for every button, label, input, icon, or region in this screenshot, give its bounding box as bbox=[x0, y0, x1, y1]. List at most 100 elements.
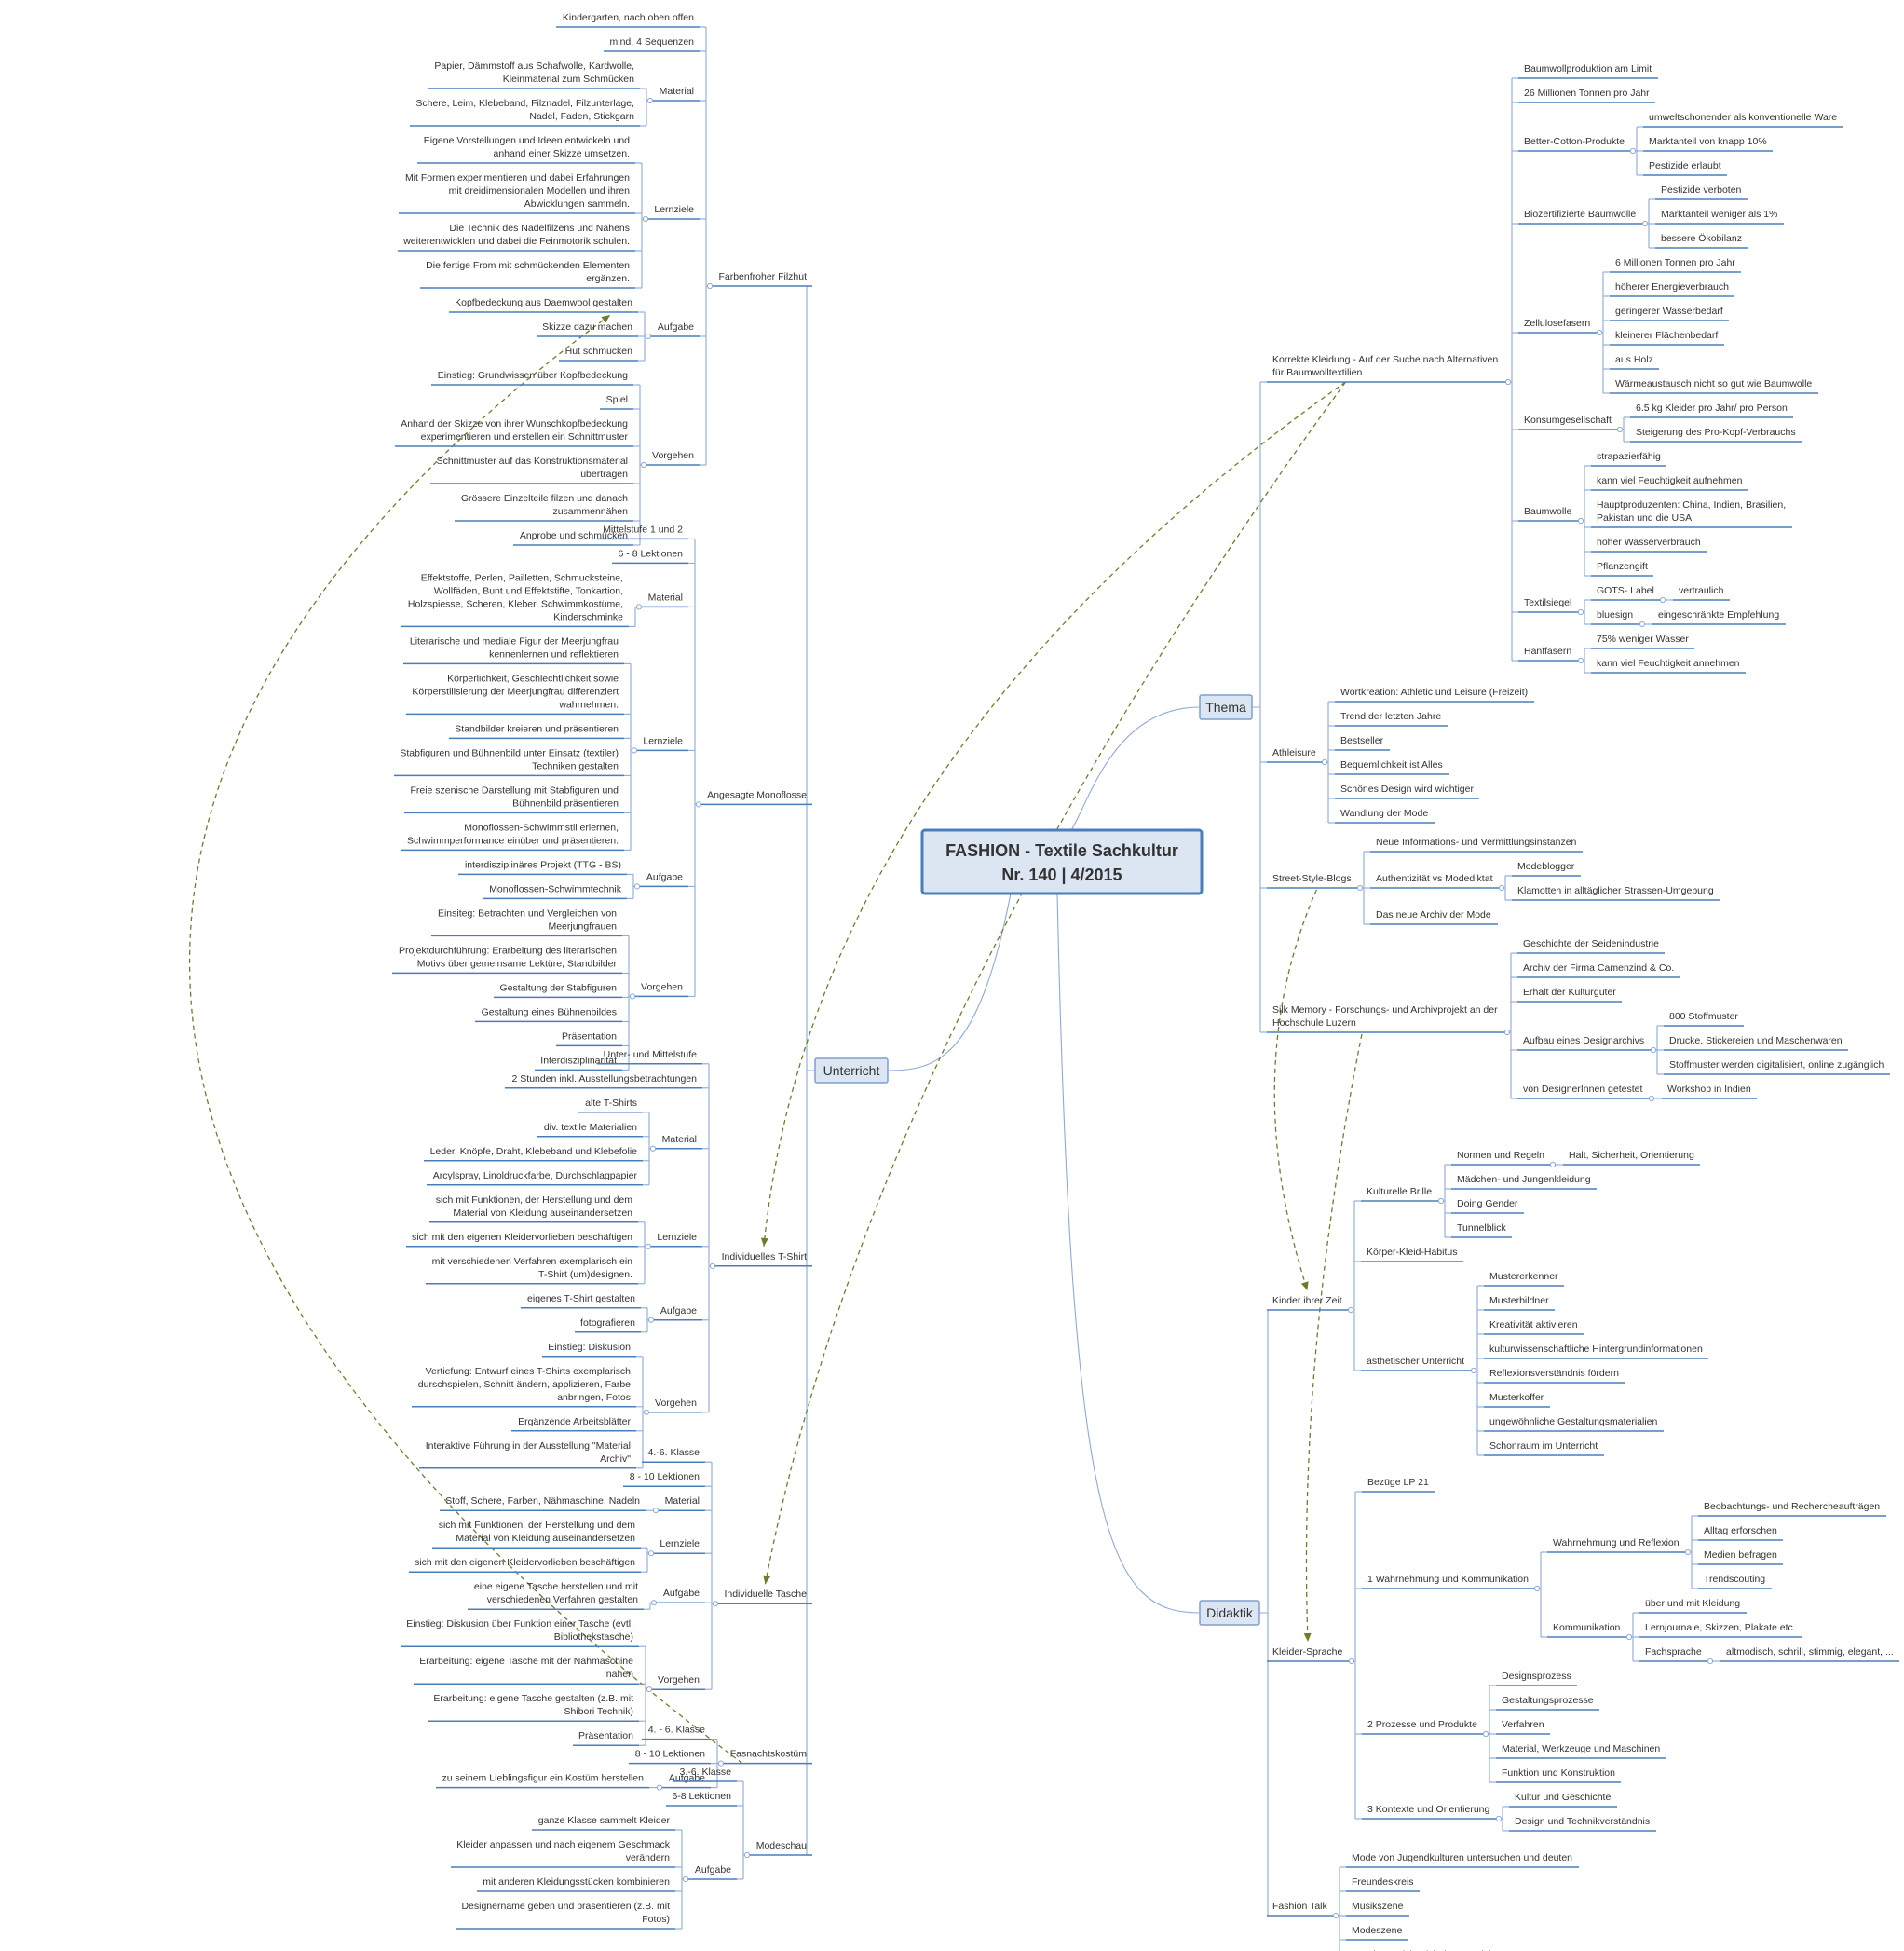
topic-3-kontexte-und-orientierung[interactable]: 3 Kontexte und Orientierung bbox=[1362, 1804, 1503, 1822]
topic-sich-mit-den-eigenen-kleidervorlieben-be[interactable]: sich mit den eigenen Kleidervorlieben be… bbox=[409, 1557, 641, 1573]
topic-vorgehen[interactable]: Vorgehen bbox=[629, 981, 688, 1000]
topic-literarische-und-mediale-figur-der-meerj[interactable]: Literarische und mediale Figur der Meerj… bbox=[403, 635, 624, 665]
collapse-dot-icon[interactable] bbox=[629, 993, 636, 1000]
collapse-dot-icon[interactable] bbox=[712, 1601, 719, 1607]
topic-lernziele[interactable]: Lernziele bbox=[645, 1232, 702, 1249]
collapse-dot-icon[interactable] bbox=[1684, 1549, 1692, 1556]
topic-4-6-klasse[interactable]: 4. - 6. Klasse bbox=[642, 1725, 711, 1740]
collapse-dot-icon[interactable] bbox=[1503, 1029, 1511, 1036]
topic-aufgabe[interactable]: Aufgabe bbox=[645, 321, 700, 340]
topic-aufgabe[interactable]: Aufgabe bbox=[650, 1588, 705, 1606]
relationship-arrow[interactable] bbox=[760, 381, 1346, 1247]
topic-better-cotton-produkte[interactable]: Better-Cotton-Produkte bbox=[1518, 136, 1637, 155]
topic-material-werkzeuge-und-maschinen[interactable]: Material, Werkzeuge und Maschinen bbox=[1496, 1743, 1666, 1759]
collapse-dot-icon[interactable] bbox=[1625, 1633, 1633, 1641]
topic-funktion-und-konstruktion[interactable]: Funktion und Konstruktion bbox=[1496, 1767, 1621, 1783]
collapse-dot-icon[interactable] bbox=[706, 282, 714, 290]
topic-trendscouting[interactable]: Trendscouting bbox=[1698, 1574, 1772, 1589]
topic-freie-szenische-darstellung-mit-stabfigu[interactable]: Freie szenische Darstellung mit Stabfigu… bbox=[404, 784, 624, 814]
collapse-dot-icon[interactable] bbox=[1639, 621, 1646, 628]
topic-ganze-klasse-sammelt-kleider[interactable]: ganze Klasse sammelt Kleider bbox=[532, 1815, 675, 1831]
topic-hanffasern[interactable]: Hanffasern bbox=[1518, 646, 1584, 664]
topic-lernjournale-skizzen-plakate-etc[interactable]: Lernjournale, Skizzen, Plakate etc. bbox=[1639, 1622, 1802, 1638]
collapse-dot-icon[interactable] bbox=[1332, 1912, 1340, 1919]
collapse-dot-icon[interactable] bbox=[1629, 147, 1637, 155]
collapse-dot-icon[interactable] bbox=[1470, 1367, 1477, 1374]
collapse-dot-icon[interactable] bbox=[1549, 1161, 1557, 1168]
topic-skizze-dazu-machen[interactable]: Skizze dazu machen bbox=[537, 321, 638, 337]
topic-drucke-stickereien-und-maschenwaren[interactable]: Drucke, Stickereien und Maschenwaren bbox=[1664, 1035, 1848, 1051]
topic-stoff-schere-farben-nahmaschine-nadeln[interactable]: Stoff, Schere, Farben, Nähmaschine, Nade… bbox=[440, 1495, 646, 1511]
collapse-dot-icon[interactable] bbox=[647, 1317, 655, 1323]
topic-material[interactable]: Material bbox=[635, 592, 688, 610]
topic-medien-befragen[interactable]: Medien befragen bbox=[1698, 1549, 1783, 1565]
collapse-dot-icon[interactable] bbox=[743, 1851, 751, 1859]
topic-material[interactable]: Material bbox=[652, 1495, 705, 1514]
topic-kleinerer-flachenbedarf[interactable]: kleinerer Flächenbedarf bbox=[1610, 330, 1724, 346]
collapse-dot-icon[interactable] bbox=[643, 1409, 650, 1415]
topic-fasnachtskostum[interactable]: Fasnachtskostüm bbox=[717, 1749, 812, 1767]
topic-hauptproduzenten-china-indien-brasilien-[interactable]: Hauptproduzenten: China, Indien, Brasili… bbox=[1591, 499, 1792, 528]
relationship-arrow[interactable] bbox=[1303, 1033, 1363, 1643]
topic-8-10-lektionen[interactable]: 8 - 10 Lektionen bbox=[623, 1471, 705, 1487]
topic-trend-der-letzten-jahre[interactable]: Trend der letzten Jahre bbox=[1335, 711, 1448, 727]
topic-kindergarten-nach-oben-offen[interactable]: Kindergarten, nach oben offen bbox=[556, 12, 700, 28]
collapse-dot-icon[interactable] bbox=[633, 883, 641, 890]
topic-street-style-blogs[interactable]: Street-Style-Blogs bbox=[1267, 873, 1364, 892]
topic-einstieg-diskusion-uber-funktion-einer-t[interactable]: Einstieg: Diskusion über Funktion einer … bbox=[401, 1618, 639, 1647]
topic-strapazierfahig[interactable]: strapazierfähig bbox=[1591, 451, 1666, 467]
topic-bezuge-lp-21[interactable]: Bezüge LP 21 bbox=[1362, 1477, 1435, 1493]
collapse-dot-icon[interactable] bbox=[635, 604, 643, 610]
topic-eingeschrankte-empfehlung[interactable]: eingeschränkte Empfehlung bbox=[1652, 609, 1786, 625]
collapse-dot-icon[interactable] bbox=[1321, 758, 1328, 766]
collapse-dot-icon[interactable] bbox=[1533, 1585, 1541, 1592]
topic-lernziele[interactable]: Lernziele bbox=[647, 1538, 705, 1557]
topic-kulturwissenschaftliche-hintergrundinfor[interactable]: kulturwissenschaftliche Hintergrundinfor… bbox=[1484, 1344, 1708, 1359]
topic-individuelles-t-shirt[interactable]: Individuelles T-Shirt bbox=[709, 1251, 812, 1269]
topic-mode-von-jugendkulturen-untersuchen-und-[interactable]: Mode von Jugendkulturen untersuchen und … bbox=[1346, 1852, 1579, 1868]
topic-sich-mit-den-eigenen-kleidervorlieben-be[interactable]: sich mit den eigenen Kleidervorlieben be… bbox=[406, 1232, 638, 1248]
collapse-dot-icon[interactable] bbox=[645, 333, 652, 340]
topic-spiel[interactable]: Spiel bbox=[600, 394, 633, 410]
topic-pestizide-erlaubt[interactable]: Pestizide erlaubt bbox=[1643, 160, 1727, 176]
topic-hoher-wasserverbrauch[interactable]: hoher Wasserverbrauch bbox=[1591, 537, 1707, 553]
topic-alte-t-shirts[interactable]: alte T-Shirts bbox=[578, 1098, 643, 1113]
collapse-dot-icon[interactable] bbox=[1616, 426, 1624, 433]
collapse-dot-icon[interactable] bbox=[631, 747, 638, 754]
topic-modeszene[interactable]: Modeszene bbox=[1346, 1925, 1408, 1941]
topic-interaktive-fuhrung-in-der-ausstellung-m[interactable]: Interaktive Führung in der Ausstellung "… bbox=[419, 1440, 636, 1469]
collapse-dot-icon[interactable] bbox=[642, 215, 649, 223]
topic-arcylspray-linoldruckfarbe-durchschlagpa[interactable]: Arcylspray, Linoldruckfarbe, Durchschlag… bbox=[427, 1170, 643, 1186]
collapse-dot-icon[interactable] bbox=[1577, 608, 1584, 616]
topic-aufbau-eines-designarchivs[interactable]: Aufbau eines Designarchivs bbox=[1517, 1035, 1657, 1054]
topic-designername-geben-und-prasentieren-z-b-[interactable]: Designername geben und präsentieren (z.B… bbox=[456, 1901, 675, 1930]
main-topic-unterricht[interactable]: Unterricht bbox=[814, 1057, 889, 1084]
topic-mustererkenner[interactable]: Mustererkenner bbox=[1484, 1271, 1564, 1287]
collapse-dot-icon[interactable] bbox=[649, 1145, 657, 1152]
topic-vorgehen[interactable]: Vorgehen bbox=[643, 1398, 702, 1415]
topic-schones-design-wird-wichtiger[interactable]: Schönes Design wird wichtiger bbox=[1335, 784, 1479, 799]
topic-einstieg-diskusion[interactable]: Einstieg: Diskusion bbox=[542, 1342, 636, 1358]
collapse-dot-icon[interactable] bbox=[1577, 517, 1584, 525]
collapse-dot-icon[interactable] bbox=[1641, 220, 1649, 227]
topic-reflexionsverstandnis-fordern[interactable]: Reflexionsverständnis fördern bbox=[1484, 1368, 1625, 1384]
collapse-dot-icon[interactable] bbox=[646, 97, 654, 104]
topic-geringerer-wasserbedarf[interactable]: geringerer Wasserbedarf bbox=[1610, 306, 1729, 321]
collapse-dot-icon[interactable] bbox=[656, 1784, 663, 1791]
topic-div-textile-materialien[interactable]: div. textile Materialien bbox=[537, 1122, 643, 1138]
topic-aufgabe[interactable]: Aufgabe bbox=[682, 1864, 737, 1883]
topic-stabfiguren-und-buhnenbild-unter-einsatz[interactable]: Stabfiguren und Bühnenbild unter Einsatz… bbox=[394, 747, 624, 777]
topic-konsumgesellschaft[interactable]: Konsumgesellschaft bbox=[1518, 415, 1624, 433]
collapse-dot-icon[interactable] bbox=[1577, 657, 1584, 664]
topic-kann-viel-feuchtigkeit-annehmen[interactable]: kann viel Feuchtigkeit annehmen bbox=[1591, 658, 1746, 674]
topic-vorgehen[interactable]: Vorgehen bbox=[646, 1674, 705, 1693]
topic-fotografieren[interactable]: fotografieren bbox=[575, 1317, 641, 1333]
collapse-dot-icon[interactable] bbox=[1648, 1095, 1655, 1102]
topic-das-neue-archiv-der-mode[interactable]: Das neue Archiv der Mode bbox=[1370, 909, 1498, 925]
topic-kinder-ihrer-zeit[interactable]: Kinder ihrer Zeit bbox=[1267, 1295, 1354, 1314]
topic-man-kann-nicht-nicht-kommunizieren[interactable]: man kann nicht nicht kommunizieren bbox=[1346, 1949, 1516, 1951]
topic-silk-memory-forschungs-und-archivprojekt[interactable]: Silk Memory - Forschungs- und Archivproj… bbox=[1267, 1004, 1511, 1036]
topic-modeschau[interactable]: Modeschau bbox=[743, 1840, 812, 1859]
